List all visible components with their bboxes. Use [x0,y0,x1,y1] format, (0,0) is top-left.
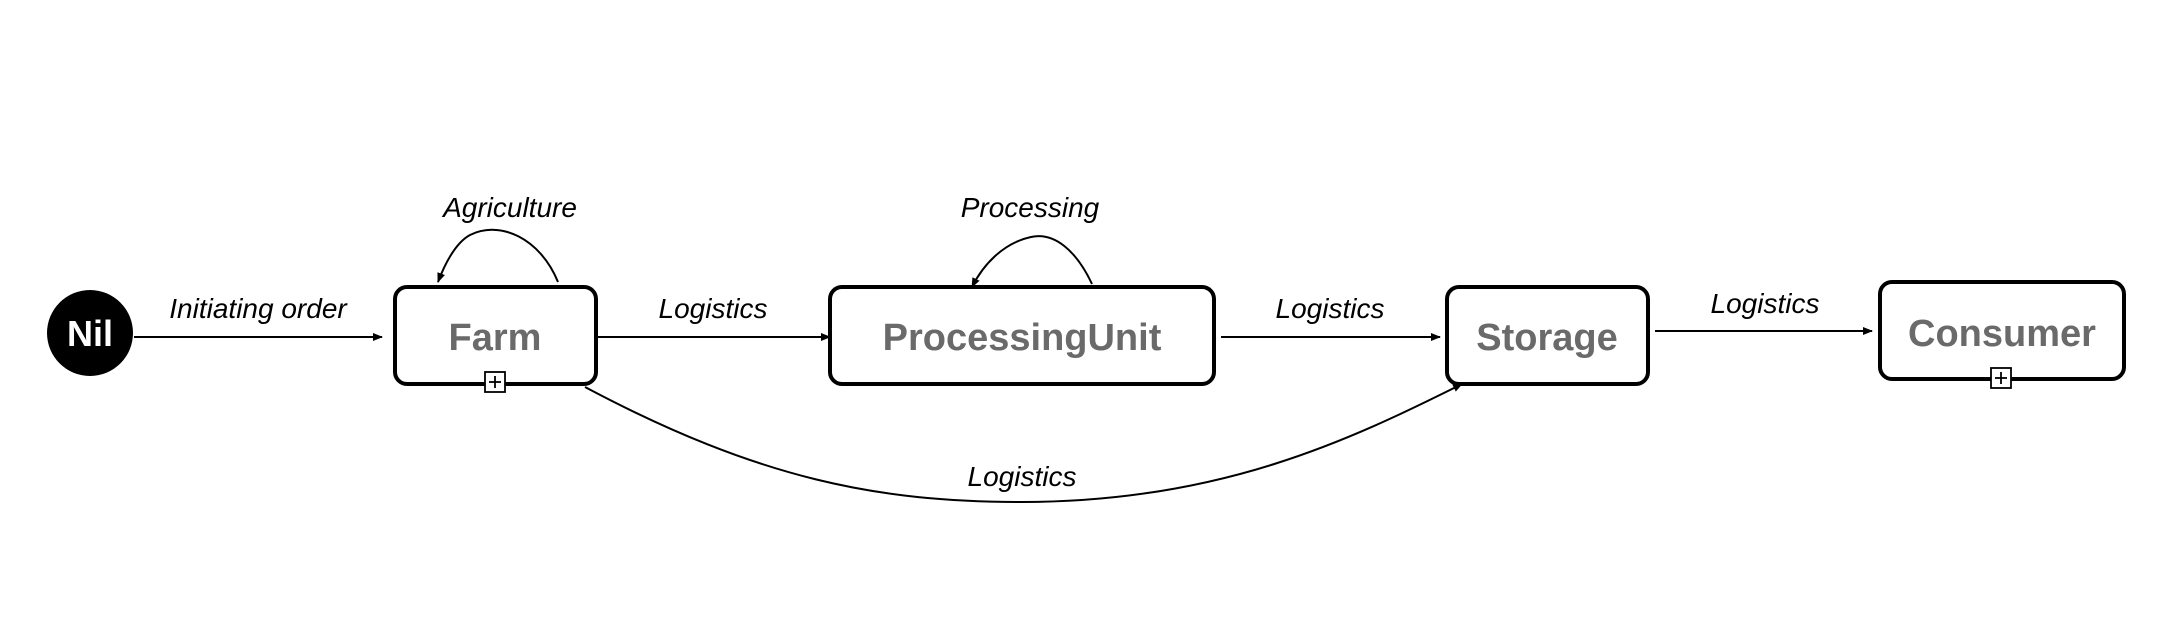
node-storage-box [1445,285,1650,386]
node-farm[interactable]: Farm [393,285,598,393]
edge-farm-to-processing-label: Logistics [659,293,768,324]
edge-initiating-order-label: Initiating order [169,293,348,324]
edge-farm-to-storage: Logistics [584,383,1463,504]
edge-agriculture-loop-line [437,228,559,283]
node-consumer-label: Consumer [1908,313,2096,355]
start-node[interactable]: Nil [47,290,133,376]
edge-storage-to-consumer: Logistics [1655,288,1873,335]
edge-farm-to-storage-line [584,383,1463,504]
edge-agriculture-loop: Agriculture [437,192,577,283]
start-node-label: Nil [67,313,113,354]
node-storage-label: Storage [1476,317,1617,359]
edge-farm-to-storage-label: Logistics [968,461,1077,492]
consumer-expand-icon[interactable] [1990,367,2012,389]
node-processing-unit-label: ProcessingUnit [883,317,1162,359]
edge-processing-loop: Processing [961,192,1100,288]
node-processing-unit-box [828,285,1216,386]
edge-initiating-order: Initiating order [134,293,383,341]
edge-agriculture-loop-label: Agriculture [441,192,577,223]
edge-processing-loop-line [971,235,1093,288]
edge-storage-to-consumer-label: Logistics [1711,288,1820,319]
edge-farm-to-processing: Logistics [598,293,831,341]
node-farm-label: Farm [449,317,542,359]
edge-processing-loop-label: Processing [961,192,1100,223]
edge-processing-to-storage-label: Logistics [1276,293,1385,324]
node-consumer[interactable]: Consumer [1878,280,2126,389]
farm-expand-icon[interactable] [484,371,506,393]
node-storage[interactable]: Storage [1445,285,1650,386]
start-circle [47,290,133,376]
node-processing-unit[interactable]: ProcessingUnit [828,285,1216,386]
edge-processing-to-storage: Logistics [1221,293,1441,341]
